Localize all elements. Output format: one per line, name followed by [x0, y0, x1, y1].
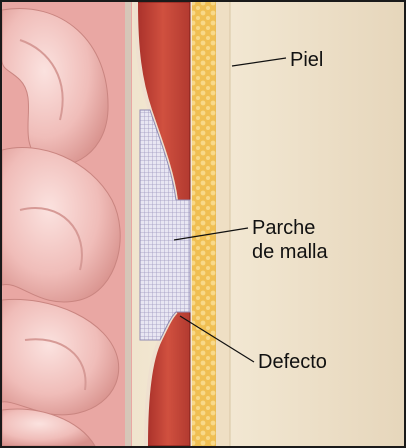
- label-defect: Defecto: [258, 350, 327, 374]
- label-mesh-patch: Parche de malla: [252, 216, 328, 264]
- label-skin: Piel: [290, 48, 323, 72]
- label-mesh-line2: de malla: [252, 240, 328, 264]
- intestine-loops: [2, 8, 120, 446]
- fat-layer: [192, 2, 216, 446]
- dermis: [216, 2, 230, 446]
- label-mesh-line1: Parche: [252, 216, 328, 240]
